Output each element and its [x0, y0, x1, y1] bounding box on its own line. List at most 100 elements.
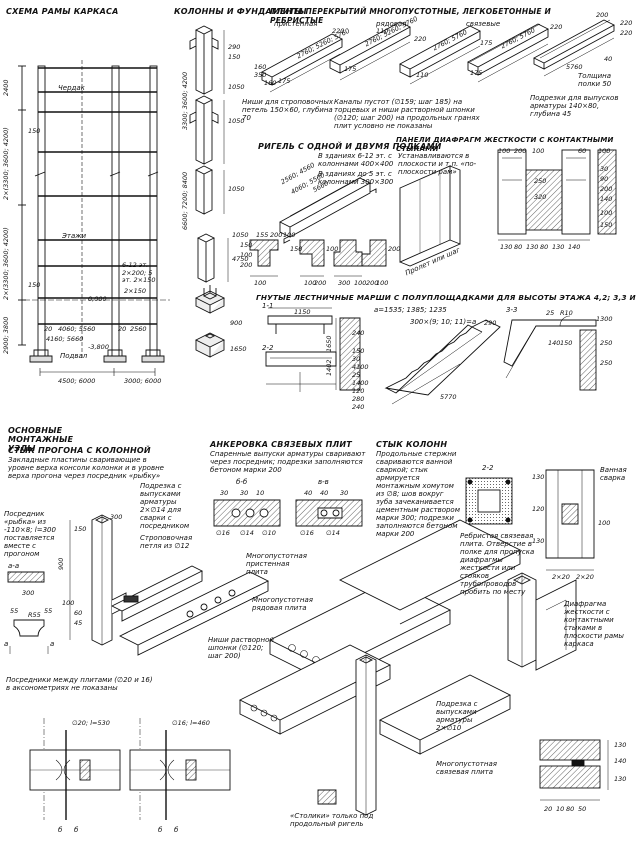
joint1-label-b2: б [74, 826, 79, 834]
anchoring-section-vv: в-в [318, 478, 329, 486]
column-joint-bath-weld: Ванная сварка [600, 466, 627, 482]
girder-isometric [249, 171, 387, 277]
anchoring-dim-3: 10 [256, 489, 265, 497]
frame-bottom-dim-2: 3000; 6000 [124, 377, 162, 385]
stairs-steps: 300×(9; 10; 11)=a [410, 318, 477, 326]
stairs-run: 5770 [440, 393, 457, 401]
frame-level-0: 0,000 [88, 295, 107, 303]
slab-dim-16: 40 [604, 55, 613, 63]
column-joint-dim-5: 2×20 [576, 573, 594, 581]
diaphragm-dim-6: 320 [534, 193, 547, 201]
column-joint-dim-4: 2×20 [552, 573, 570, 581]
floor-slabs-title: ПЛИТЫ ПЕРЕКРЫТИЙ МНОГОПУСТОТНЫЕ, ЛЕГКОБЕ… [270, 7, 551, 25]
bottom-right-dim-1: 130 [614, 741, 627, 749]
slab-dim-15: 200 [596, 11, 609, 19]
frame-level-base: -3,800 [88, 343, 109, 351]
frame-dim-1: 2400 [2, 79, 10, 96]
girder-dim-4: 150 [240, 241, 253, 249]
slab-length-5: 5760 [566, 63, 583, 71]
col-dim-1: 290 [228, 43, 241, 51]
diaphragm-dim-10: 80 [540, 243, 549, 251]
column-joint-section: 2-2 [482, 464, 494, 472]
anchoring-dim-4: 40 [304, 489, 313, 497]
slab-dim-9: 175 [480, 39, 493, 47]
girder-dim-16: 200 [388, 245, 401, 253]
joint1-dim-2: 55 [10, 607, 19, 615]
stairs-dim-14: 140 [548, 339, 561, 347]
stairs-section-2: 2-2 [262, 344, 274, 352]
stairs-dim-2: 150 [352, 347, 365, 355]
diaphragm-dim-13: 100 [600, 209, 613, 217]
slab-dim-1: 220 [332, 27, 345, 35]
slab-dim-11: 110 [416, 71, 429, 79]
joint1-dim-8: 60 [74, 609, 83, 617]
slab-channel-note: Каналы пустот (∅159; шаг 185) на торцевы… [334, 98, 480, 130]
column-joint-note: Продольные стержни свариваются ванной св… [376, 450, 460, 538]
anchoring-section-bb: б-б [236, 478, 248, 486]
slab-dim-8: 220 [414, 35, 427, 43]
bottom-row-slab: Многопустотная рядовая плита [252, 596, 313, 612]
girder-note-2: В зданиях до 5 эт. с колоннами 300×300 [318, 170, 394, 186]
frame-small-dim-8: 150 [28, 281, 41, 289]
floor-slabs-isometric [261, 19, 615, 93]
stairs-dim-9: 120 [352, 387, 365, 395]
col-dim-6: 6600; 7200; 8400 [181, 171, 189, 230]
col-dim-7: 1050 [228, 185, 245, 193]
frame-small-dim-6: 2×150 [124, 287, 146, 295]
col-dim-4: 3300; 3600; 4200 [181, 71, 189, 130]
bottom-cut-note: Подрезка с выпусками арматуры 2×∅10 [436, 700, 478, 732]
anchoring-dim-7: ∅16 [216, 529, 230, 537]
diaphragm-dim-7: 130 [500, 243, 513, 251]
col-dim-5: 1050 [228, 117, 245, 125]
assembly-axonometric [238, 519, 577, 816]
stairs-title: ГНУТЫЕ ЛЕСТНИЧНЫЕ МАРШИ С ПОЛУПЛОЩАДКАМИ… [256, 293, 637, 302]
bottom-rebar-2: ∅16; l=460 [172, 719, 210, 727]
bottom-right-dim-4: 20 [544, 805, 553, 813]
joint1-label-a1: а [4, 640, 9, 648]
joint1-dim-10: 300 [110, 513, 123, 521]
slab-dim-2: 160 [254, 63, 267, 71]
girder-dim-11: 300 [338, 279, 351, 287]
anchoring-dim-11: ∅10 [262, 529, 276, 537]
frame-small-dim-4: 2560 [130, 325, 147, 333]
slab-dim-14: 220 [620, 29, 633, 37]
stairs-dim-18: R10 [560, 309, 573, 317]
anchoring-dim-8: ∅16 [300, 529, 314, 537]
diaphragm-dim-8: 80 [514, 243, 523, 251]
anchoring-dim-6: 30 [340, 489, 349, 497]
stairs-dim-6: 4100 [352, 363, 369, 371]
bottom-rebar-1: ∅20; l=530 [72, 719, 110, 727]
slab-dim-5: 350 [254, 71, 267, 79]
girder-dim-3: 100 [283, 231, 296, 239]
frame-floors-label: Этажи [62, 232, 87, 240]
stairs-dim-17: 250 [600, 359, 613, 367]
diaphragm-dim-1: 100 [498, 147, 511, 155]
joint1-dim-1: 300 [22, 589, 35, 597]
stairs-dim-16: 250 [600, 339, 613, 347]
anchoring-dim-9: ∅14 [240, 529, 254, 537]
stairs-widths: a=1535; 1385; 1235 [374, 306, 447, 314]
diaphragm-dim-5: 250 [534, 177, 547, 185]
bottom-right-dim-6: 80 [566, 805, 575, 813]
slab-dim-6: 160 [264, 79, 277, 87]
joint1-label-b1: б [58, 826, 63, 834]
girder-dim-15: 100 [376, 279, 389, 287]
joint1-dim-4: 55 [44, 607, 53, 615]
girder-dim-8: 150 [290, 245, 303, 253]
stairs-dim-3: 1402 [325, 359, 333, 376]
girder-title: РИГЕЛЬ С ОДНОЙ И ДВУМЯ ПОЛКАМИ [258, 142, 442, 151]
columns-isometric [189, 25, 229, 358]
girder-dim-1: 155 [256, 231, 269, 239]
bottom-right-dim-3: 130 [614, 775, 627, 783]
slab-niche-note: Ниши для строповочных петель 150×60, глу… [242, 98, 334, 122]
col-dim-9: 1050 [232, 231, 249, 239]
girder-dim-13: 100 [354, 279, 367, 287]
diaphragm-dim-12: 140 [568, 243, 581, 251]
diaphragm-dim-11: 130 [552, 243, 565, 251]
col-dim-10: 900 [230, 319, 243, 327]
frame-dim-2: 2×(3300; 3600; 4200) [2, 127, 10, 200]
joint1-note: Закладные пластины сваривающие в уровне … [8, 456, 164, 480]
diaphragm-title: ПАНЕЛИ ДИАФРАГМ ЖЕСТКОСТИ С КОНТАКТНЫМИ … [396, 136, 614, 153]
stairs-dim-13: 25 [546, 309, 555, 317]
